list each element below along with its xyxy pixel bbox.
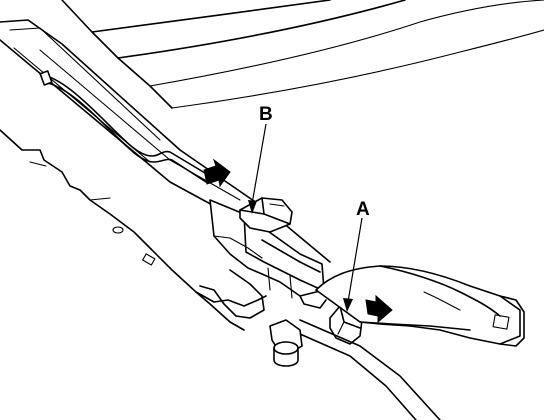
- leader-arrowhead-b: [248, 200, 257, 214]
- drain-tube: [39, 70, 211, 183]
- arrow-b: [203, 158, 231, 188]
- arrow-a: [365, 294, 393, 324]
- headliner-panel: [0, 129, 267, 331]
- leader-arrowhead-a: [343, 298, 353, 312]
- callout-b-label: B: [259, 104, 273, 125]
- leader-line-b: [251, 123, 267, 205]
- callout-a-label: A: [356, 199, 370, 220]
- channel-bracket: [199, 199, 327, 319]
- roof-panel: [61, 0, 544, 109]
- drain-hose: [315, 265, 525, 347]
- lower-sheet-edge: [299, 319, 441, 420]
- grommet: [269, 319, 303, 367]
- leader-line-a: [347, 217, 363, 303]
- clip-b: [239, 197, 293, 233]
